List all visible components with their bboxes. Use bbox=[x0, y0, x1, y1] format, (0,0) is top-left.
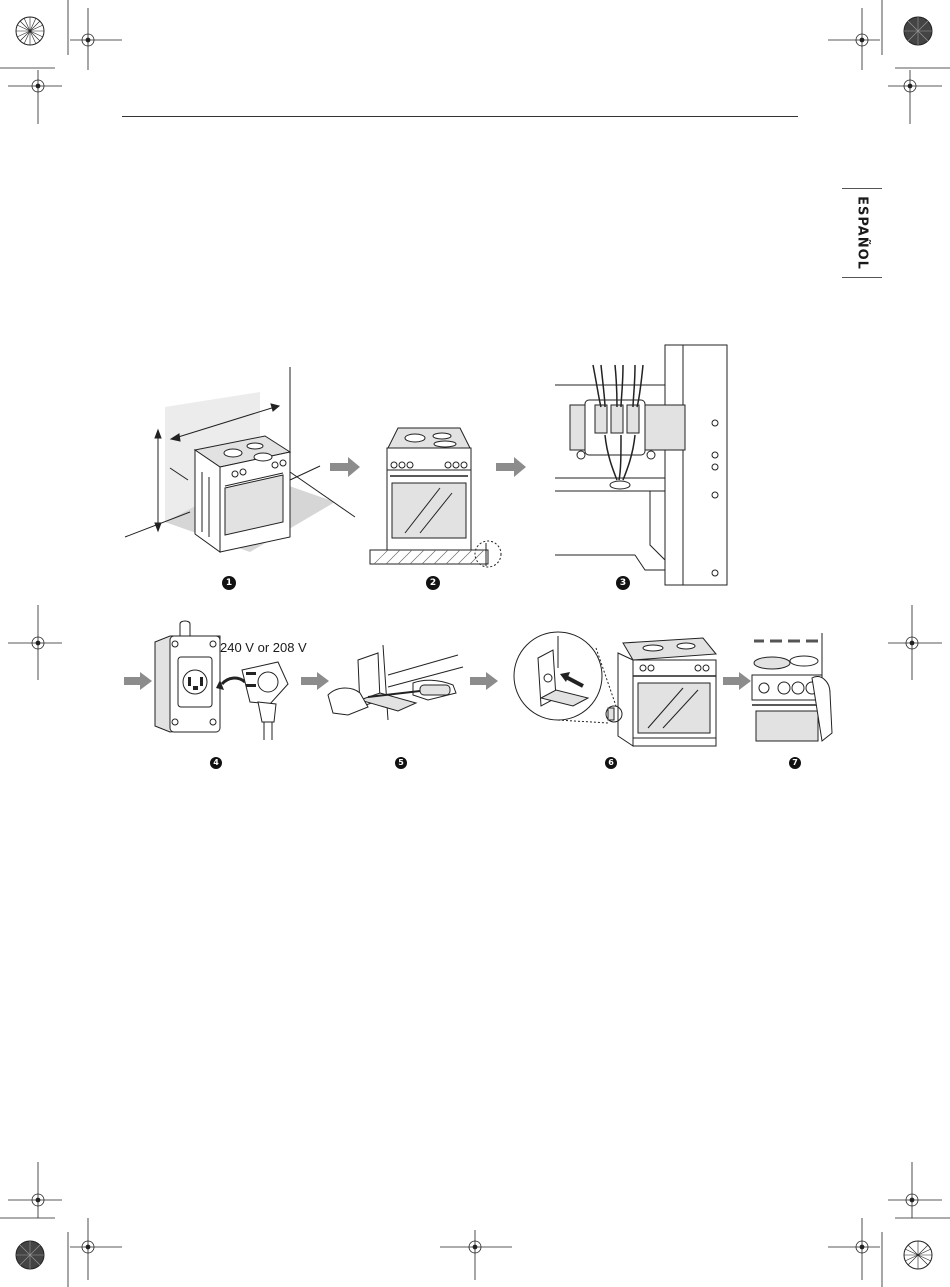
step5-illustration bbox=[328, 645, 468, 735]
step7-illustration bbox=[752, 633, 832, 743]
next-arrow-icon bbox=[470, 672, 498, 690]
language-tab: ESPAÑOL bbox=[842, 188, 882, 278]
step2-illustration bbox=[370, 428, 510, 578]
power-outlet-icon bbox=[155, 621, 220, 732]
step1-illustration bbox=[125, 362, 365, 562]
power-plug-icon bbox=[242, 662, 288, 740]
registration-sunburst-icon bbox=[904, 1241, 932, 1269]
crosshair-icon bbox=[70, 1218, 122, 1280]
next-arrow-icon bbox=[330, 457, 360, 477]
voltage-label: 240 V or 208 V bbox=[220, 640, 307, 655]
crosshair-icon bbox=[70, 8, 122, 70]
step-number: 2 bbox=[426, 576, 440, 590]
crosshair-icon bbox=[8, 70, 62, 124]
crosshair-icon bbox=[888, 605, 942, 680]
header-rule bbox=[122, 116, 798, 117]
crosshair-icon bbox=[8, 605, 62, 680]
step-number: 6 bbox=[605, 757, 617, 769]
range-front-icon bbox=[387, 428, 471, 550]
step3-illustration bbox=[555, 345, 730, 590]
range-icon bbox=[618, 638, 716, 746]
crosshair-icon bbox=[888, 70, 942, 124]
next-arrow-icon bbox=[124, 672, 152, 690]
registration-sunburst-dark-icon bbox=[16, 1241, 44, 1269]
step-number: 1 bbox=[222, 576, 236, 590]
next-arrow-icon bbox=[301, 672, 329, 690]
crosshair-icon bbox=[8, 1162, 62, 1218]
next-arrow-icon bbox=[723, 672, 751, 690]
step6-illustration bbox=[508, 628, 723, 753]
crosshair-icon bbox=[828, 8, 880, 70]
range-icon bbox=[195, 436, 290, 552]
crosshair-icon bbox=[888, 1162, 942, 1218]
next-arrow-icon bbox=[496, 457, 526, 477]
language-tab-label: ESPAÑOL bbox=[855, 196, 870, 270]
registration-sunburst-icon bbox=[16, 17, 44, 45]
step-number: 7 bbox=[789, 757, 801, 769]
step-number: 5 bbox=[395, 757, 407, 769]
registration-sunburst-dark-icon bbox=[904, 17, 932, 45]
step-number: 4 bbox=[210, 757, 222, 769]
crosshair-icon bbox=[440, 1230, 512, 1280]
crosshair-icon bbox=[828, 1218, 880, 1280]
step-number: 3 bbox=[616, 576, 630, 590]
